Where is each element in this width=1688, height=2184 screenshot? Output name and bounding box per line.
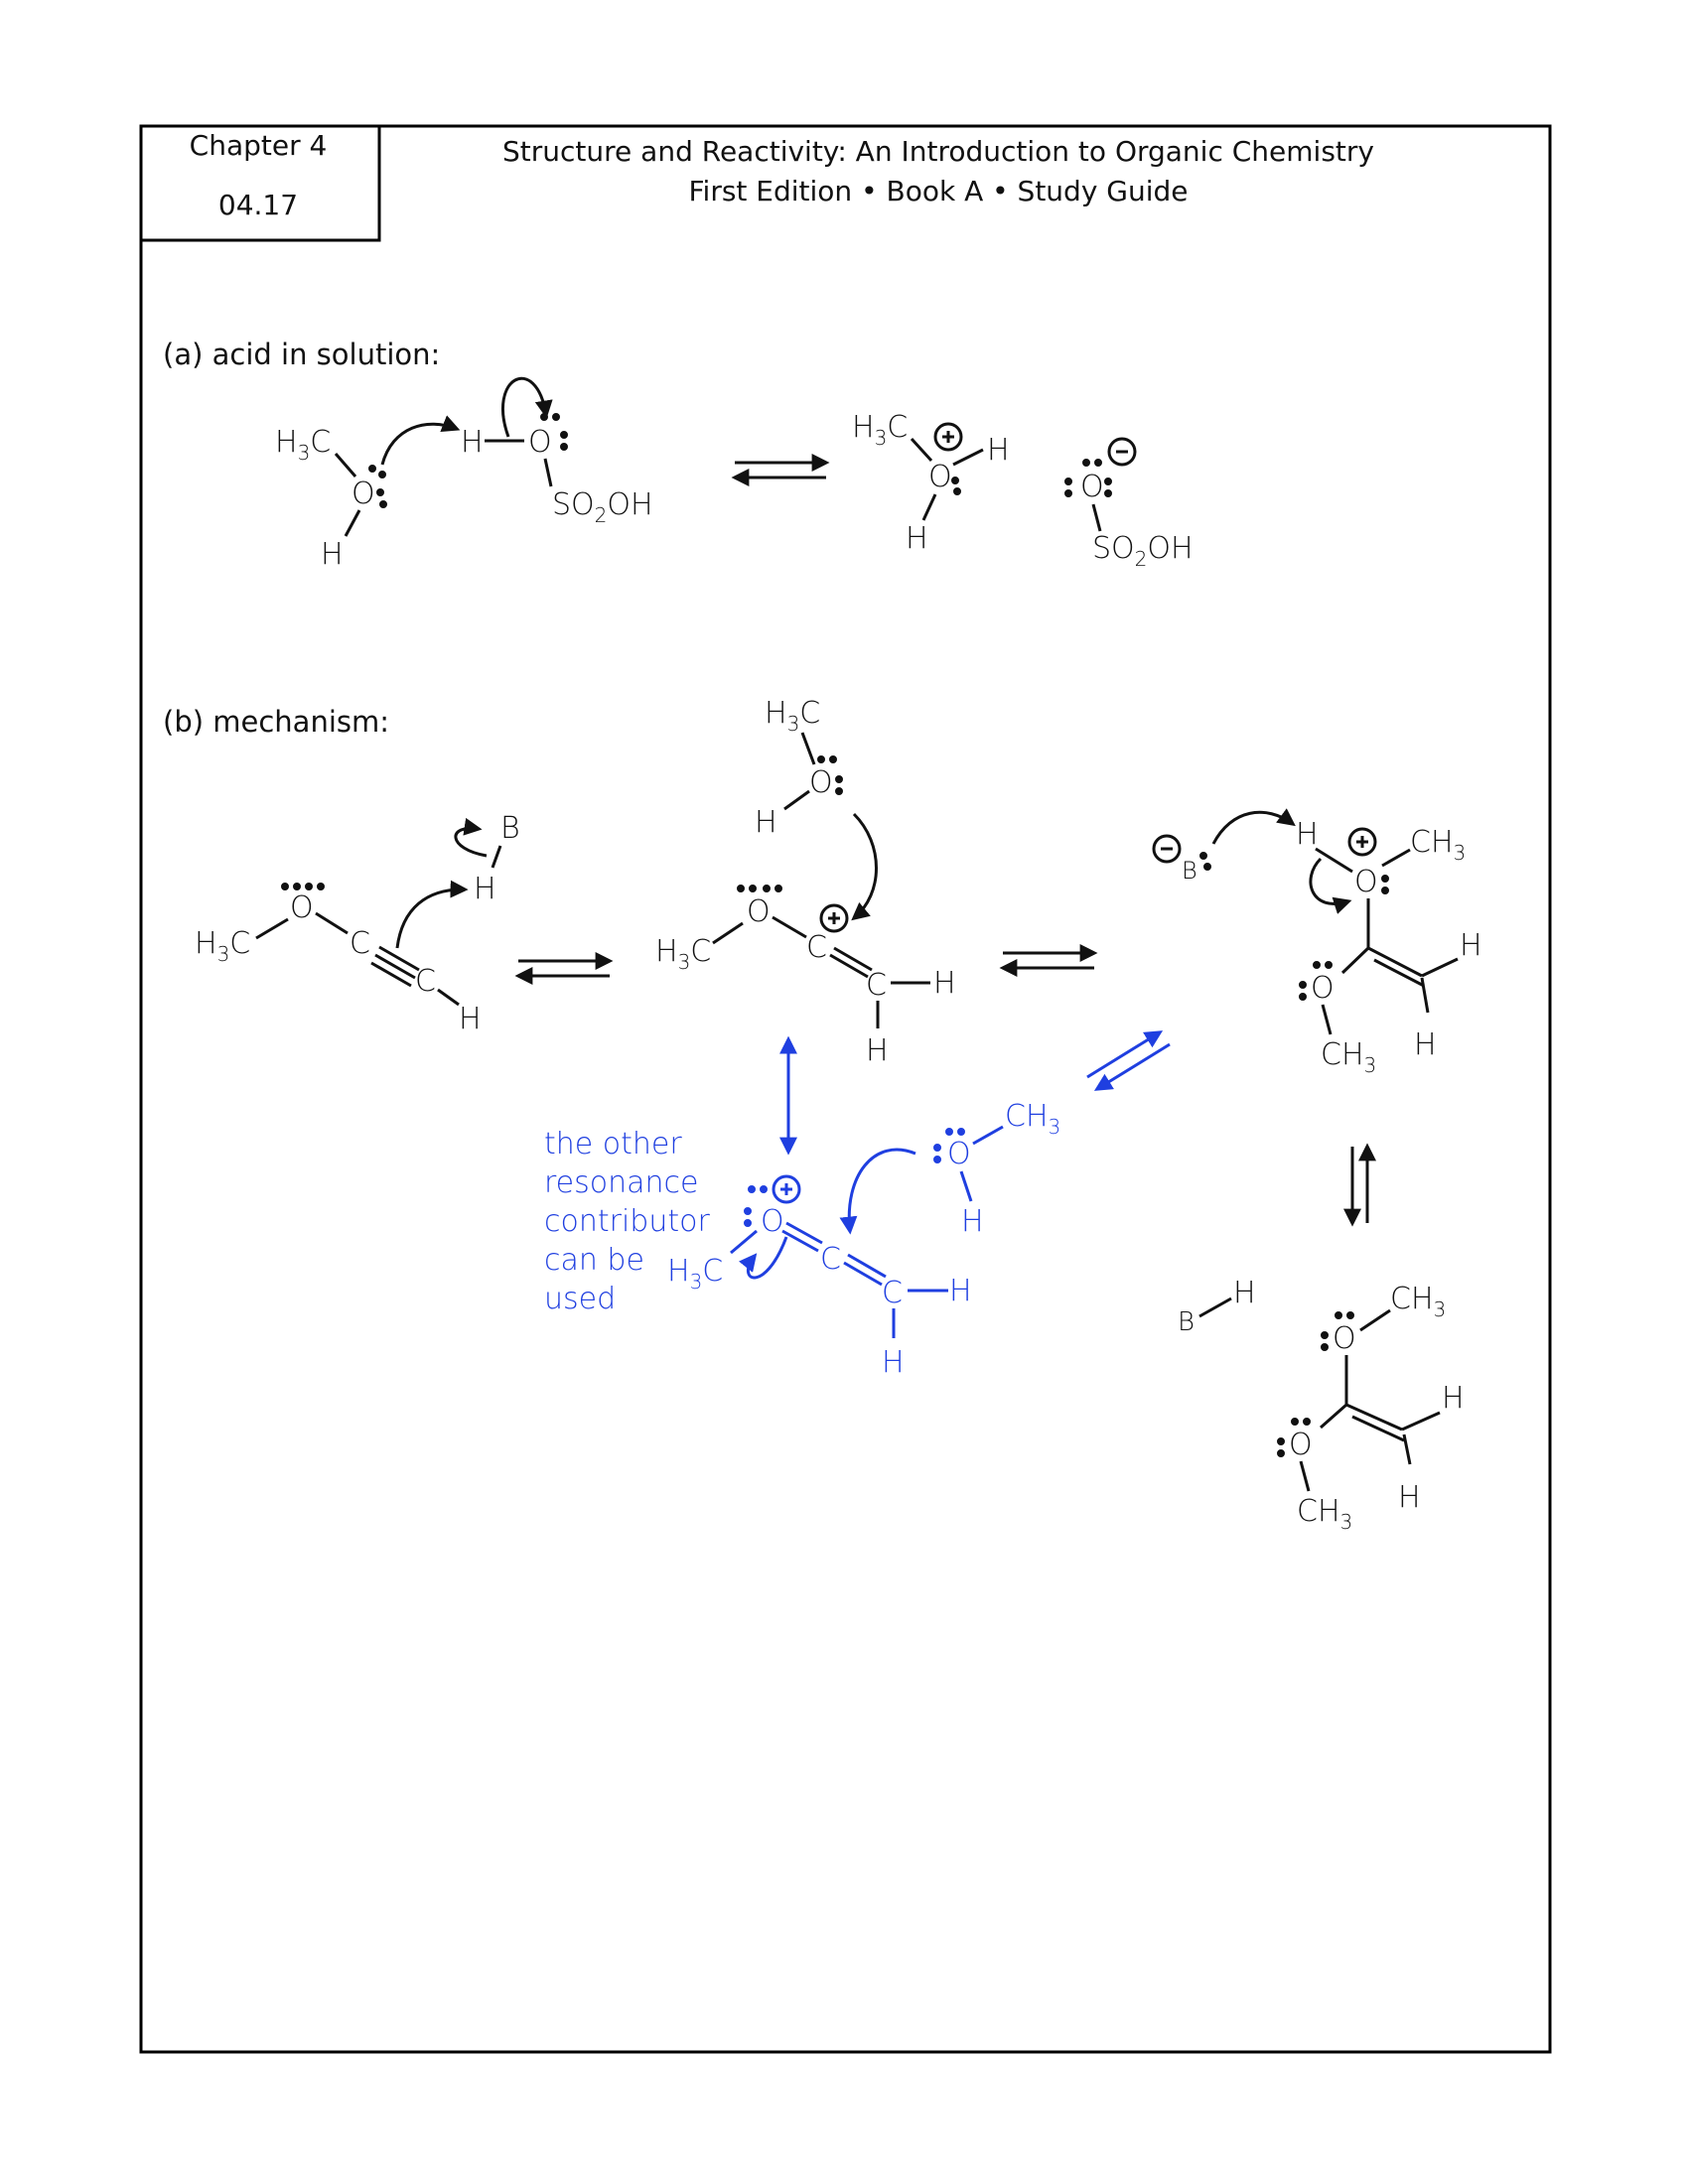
svg-text:H3C: H3C <box>667 1254 723 1294</box>
product-bisulfate: O SO2OH <box>1064 437 1194 571</box>
problem-number: 04.17 <box>217 189 299 221</box>
svg-text:H: H <box>933 966 956 1001</box>
svg-text:C: C <box>882 1276 903 1310</box>
svg-text:H: H <box>461 425 484 460</box>
resonance-note: the other resonance contributor can be u… <box>544 1127 710 1316</box>
svg-text:C: C <box>806 930 827 965</box>
svg-text:H: H <box>961 1204 984 1239</box>
alkyne-ether: H3C O C C H <box>195 883 482 1036</box>
svg-text:H3C: H3C <box>765 696 820 736</box>
svg-text:SO2OH: SO2OH <box>552 487 653 527</box>
svg-text:O: O <box>947 1137 971 1171</box>
svg-text:CH3: CH3 <box>1410 825 1466 865</box>
oxonium-intermediate: H O CH3 H H O CH3 <box>1296 817 1482 1077</box>
svg-text:H: H <box>321 537 344 572</box>
svg-text:used: used <box>544 1282 616 1316</box>
svg-text:H: H <box>1414 1027 1437 1062</box>
svg-text:resonance: resonance <box>544 1165 698 1200</box>
base-bh: B H <box>474 811 520 906</box>
arrow-bh-bond <box>454 817 488 858</box>
svg-text:O: O <box>352 477 375 511</box>
svg-text:O: O <box>1289 1428 1313 1462</box>
svg-text:B: B <box>1182 857 1197 885</box>
svg-text:C: C <box>866 968 887 1003</box>
chapter-label: Chapter 4 <box>189 129 328 162</box>
book-title: Structure and Reactivity: An Introductio… <box>502 135 1374 168</box>
svg-text:can be: can be <box>544 1243 644 1278</box>
svg-text:O: O <box>809 765 833 800</box>
final-ketene-acetal: O CH3 H H O CH3 <box>1277 1282 1465 1534</box>
svg-text:H: H <box>459 1002 482 1036</box>
svg-text:CH3: CH3 <box>1297 1494 1352 1534</box>
svg-text:C: C <box>820 1242 841 1277</box>
svg-text:H: H <box>1233 1276 1256 1310</box>
section-a-label: (a) acid in solution: <box>163 338 441 371</box>
svg-text:C: C <box>415 964 436 999</box>
svg-text:H: H <box>882 1345 905 1380</box>
arrow-oh-bond <box>1309 857 1352 914</box>
resonance-contributor: O H3C C C H H <box>667 1174 972 1380</box>
svg-text:B: B <box>500 811 520 846</box>
svg-text:O: O <box>290 890 314 925</box>
arrow-blue-attack <box>839 1148 916 1235</box>
svg-text:H3C: H3C <box>852 410 908 450</box>
vinyl-cation: H3C O C C H H <box>655 885 956 1068</box>
svg-text:H: H <box>866 1033 889 1068</box>
svg-text:H: H <box>1460 928 1482 963</box>
svg-text:H3C: H3C <box>655 934 711 974</box>
equilibrium-arrows-b1 <box>514 952 614 985</box>
reactant-sulfuric-acid: H O SO2OH <box>461 413 653 527</box>
equilibrium-arrows-blue <box>1086 1030 1171 1091</box>
svg-text:O: O <box>747 894 771 929</box>
svg-text:H3C: H3C <box>275 425 331 465</box>
equilibrium-arrows-b2 <box>999 944 1098 977</box>
reactant-methanol: H3C O H <box>275 425 387 572</box>
svg-text:H: H <box>949 1274 972 1308</box>
base-anion: B <box>1152 834 1211 885</box>
svg-text:H: H <box>755 805 777 840</box>
svg-text:CH3: CH3 <box>1005 1099 1060 1139</box>
svg-text:O: O <box>1080 470 1104 504</box>
svg-text:C: C <box>350 926 370 961</box>
final-bh: B H <box>1178 1276 1256 1337</box>
methanol-nucleophile: H3C O H <box>755 696 843 840</box>
section-b-label: (b) mechanism: <box>163 705 390 739</box>
product-oxonium: H3C O H H <box>852 410 1010 556</box>
svg-text:H: H <box>474 872 496 906</box>
svg-text:the other: the other <box>544 1127 682 1161</box>
svg-text:SO2OH: SO2OH <box>1092 531 1194 571</box>
page-frame <box>139 124 1552 2054</box>
arrow-base-to-h <box>1211 808 1296 845</box>
arrow-methanol-attack <box>851 812 878 921</box>
svg-text:O: O <box>528 425 552 460</box>
svg-text:CH3: CH3 <box>1390 1282 1446 1321</box>
svg-text:O: O <box>761 1204 784 1239</box>
svg-text:CH3: CH3 <box>1321 1037 1376 1077</box>
svg-text:B: B <box>1178 1307 1195 1337</box>
chapter-box <box>139 124 381 242</box>
svg-text:O: O <box>1311 971 1335 1006</box>
svg-text:O: O <box>1354 865 1378 899</box>
edition-line: First Edition • Book A • Study Guide <box>688 175 1189 207</box>
svg-text:H3C: H3C <box>195 926 250 966</box>
svg-text:H: H <box>987 433 1010 468</box>
arrow-o-to-h <box>380 415 461 466</box>
svg-text:O: O <box>1333 1321 1356 1356</box>
svg-text:H: H <box>1398 1480 1421 1515</box>
equilibrium-arrows-b3 <box>1343 1143 1376 1227</box>
svg-text:H: H <box>1442 1381 1465 1416</box>
arrow-resonance-pi <box>738 1236 788 1280</box>
svg-text:H: H <box>1296 817 1319 852</box>
svg-text:H: H <box>906 521 928 556</box>
arrow-bond-to-o <box>501 376 553 438</box>
methanol-nucleophile-blue: O CH3 H <box>933 1099 1060 1239</box>
svg-text:contributor: contributor <box>544 1204 710 1239</box>
arrow-alkyne-to-h <box>395 880 469 949</box>
equilibrium-arrows-a <box>731 454 830 486</box>
svg-text:O: O <box>928 460 952 494</box>
